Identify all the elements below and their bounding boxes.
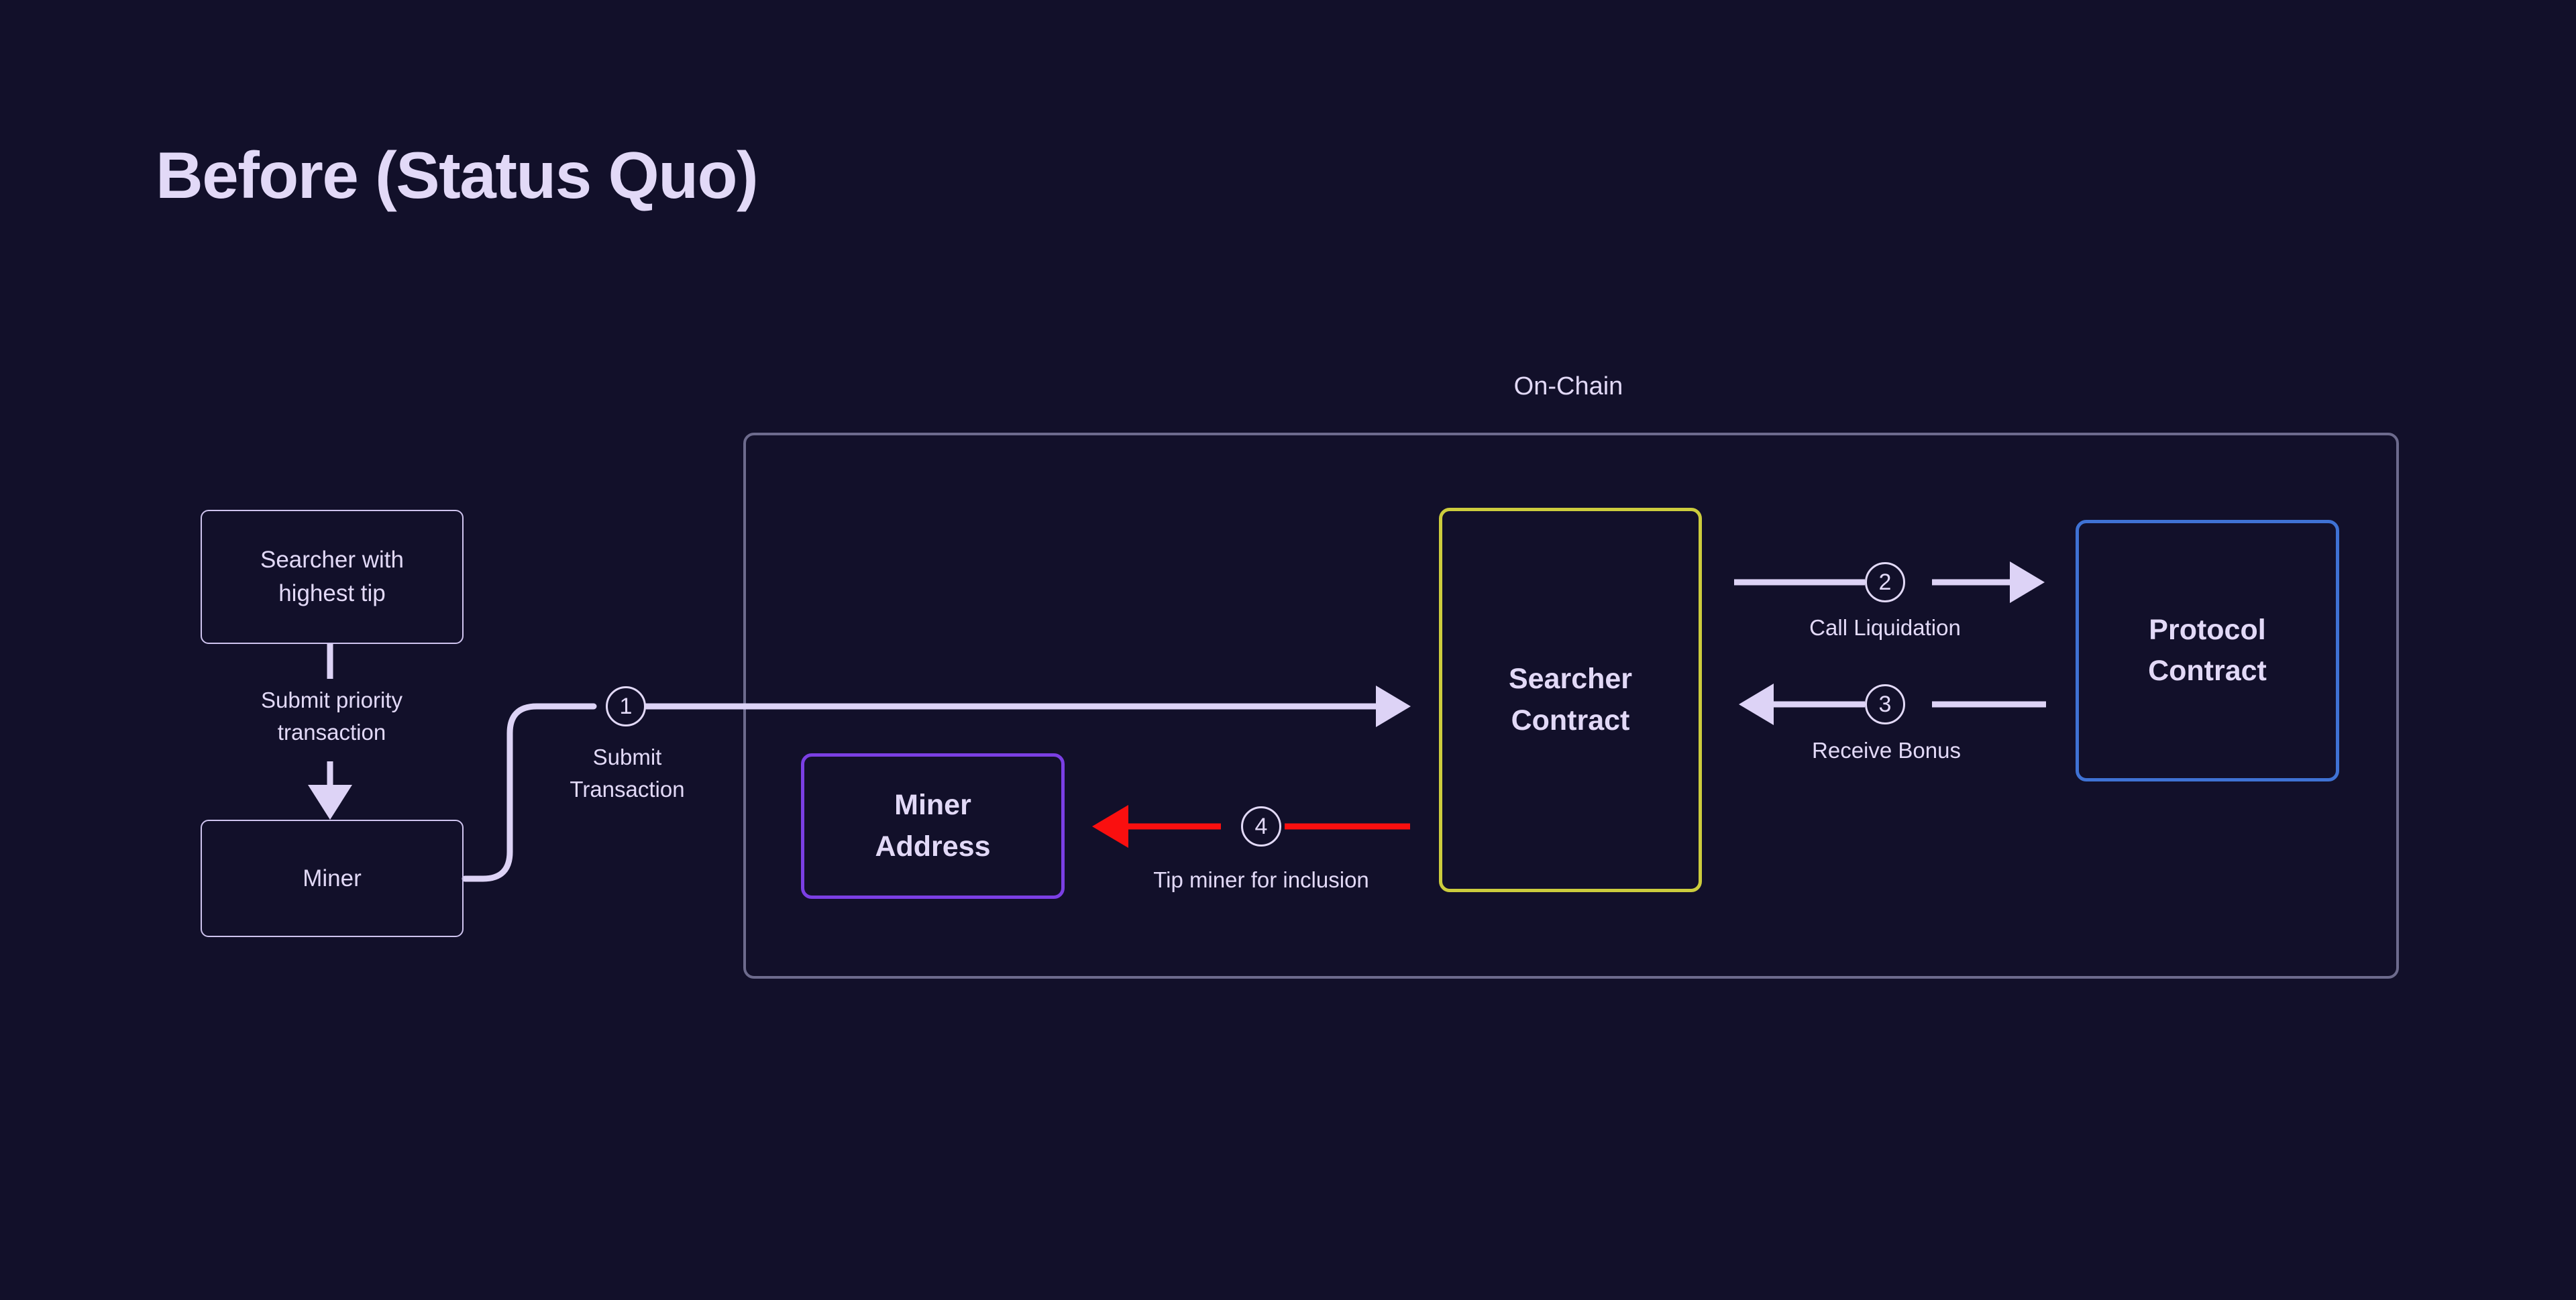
edge-label-call-liquidation: Call Liquidation	[1809, 615, 1961, 640]
node-label: Searcher Contract	[1508, 663, 1633, 737]
node-label: Protocol Contract	[2148, 613, 2267, 687]
edge-label-submit-priority-transaction: Submit priority transaction	[261, 688, 402, 745]
step-badge-2: 2	[1865, 562, 1905, 602]
node-searcher-with-highest-tip[interactable]: Searcher with highest tip	[201, 510, 464, 644]
page-title: Before (Status Quo)	[156, 138, 759, 212]
onchain-group-label: On-Chain	[1513, 372, 1623, 400]
step-badge-1: 1	[606, 686, 646, 726]
node-miner-address[interactable]: Miner Address	[801, 753, 1065, 899]
node-searcher-contract[interactable]: Searcher Contract	[1439, 508, 1702, 892]
step-badge-4: 4	[1241, 806, 1281, 847]
edge-label-tip-miner-for-inclusion: Tip miner for inclusion	[1153, 867, 1369, 892]
edge-label-receive-bonus: Receive Bonus	[1812, 738, 1961, 763]
step-badge-3: 3	[1865, 684, 1905, 724]
node-protocol-contract[interactable]: Protocol Contract	[2076, 520, 2339, 781]
node-label: Miner	[303, 865, 362, 891]
node-label: Miner Address	[875, 789, 991, 863]
edge-label-submit-transaction: Submit Transaction	[570, 745, 685, 802]
node-label: Searcher with highest tip	[260, 547, 404, 606]
node-miner[interactable]: Miner	[201, 820, 464, 937]
